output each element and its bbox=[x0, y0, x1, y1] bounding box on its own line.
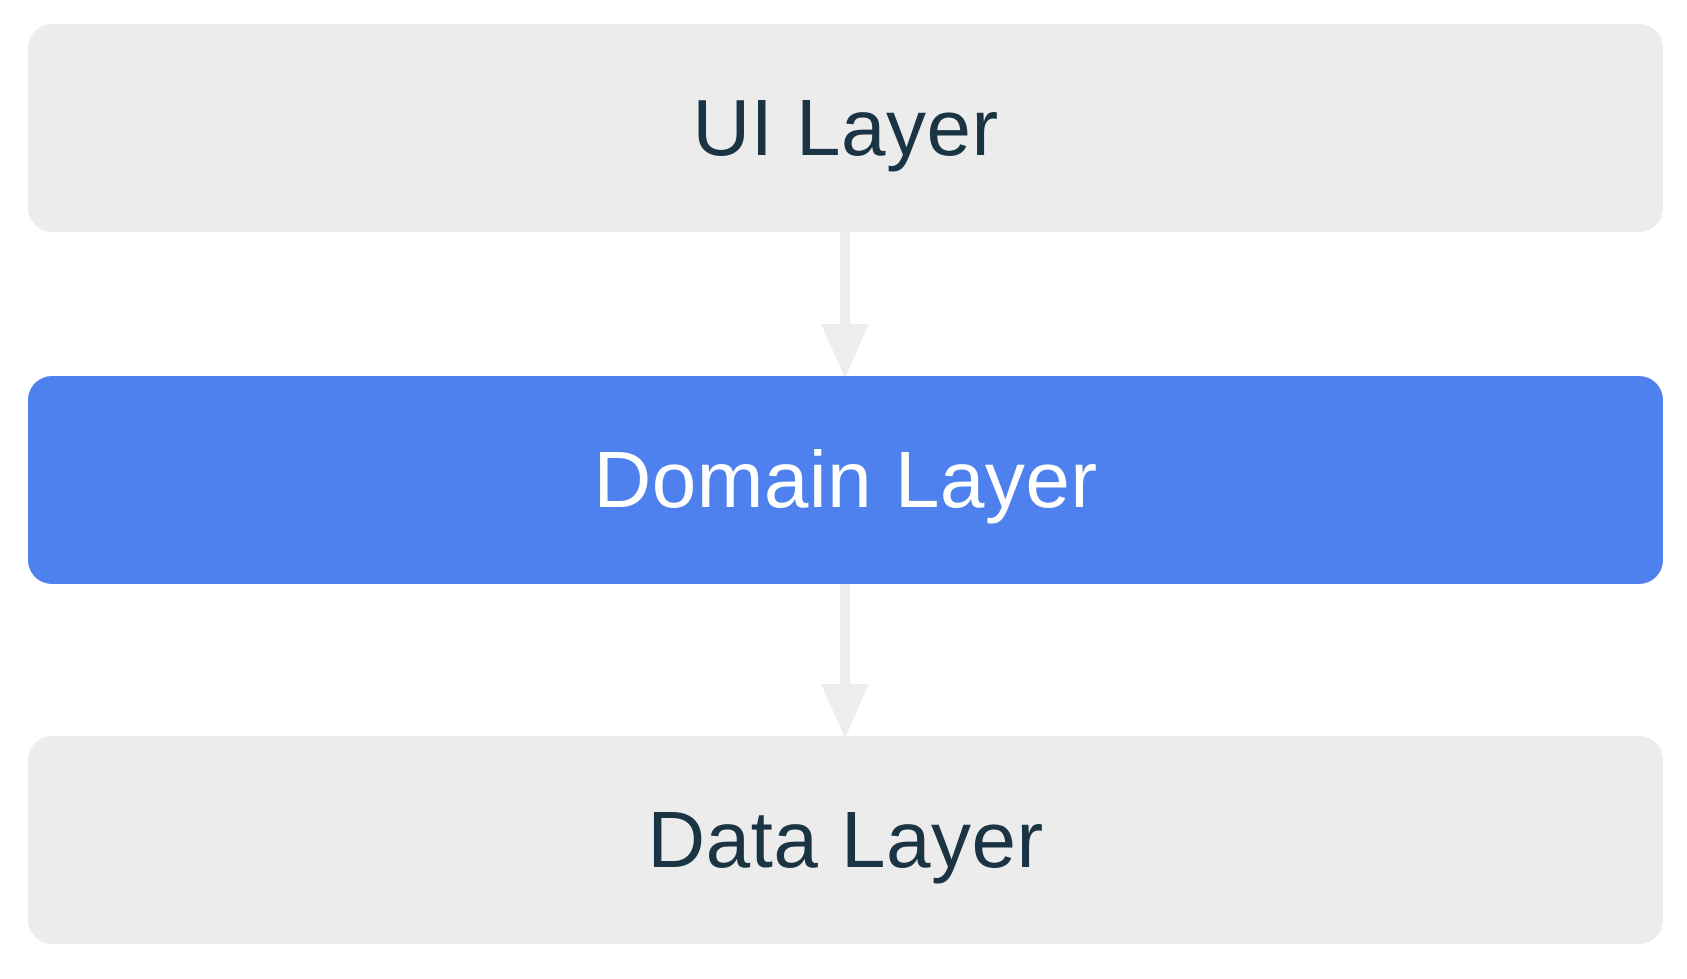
diagram-node-domain-layer[interactable]: Domain Layer bbox=[28, 376, 1663, 584]
arrow-down-icon-ui-to-domain bbox=[821, 232, 869, 378]
diagram-node-data-layer[interactable]: Data Layer bbox=[28, 736, 1663, 944]
diagram-node-ui-layer[interactable]: UI Layer bbox=[28, 24, 1663, 232]
diagram-node-label: UI Layer bbox=[692, 83, 999, 172]
diagram-node-label: Domain Layer bbox=[593, 435, 1098, 524]
diagram-node-label: Data Layer bbox=[647, 795, 1044, 884]
arrow-down-icon-domain-to-data bbox=[821, 584, 869, 738]
